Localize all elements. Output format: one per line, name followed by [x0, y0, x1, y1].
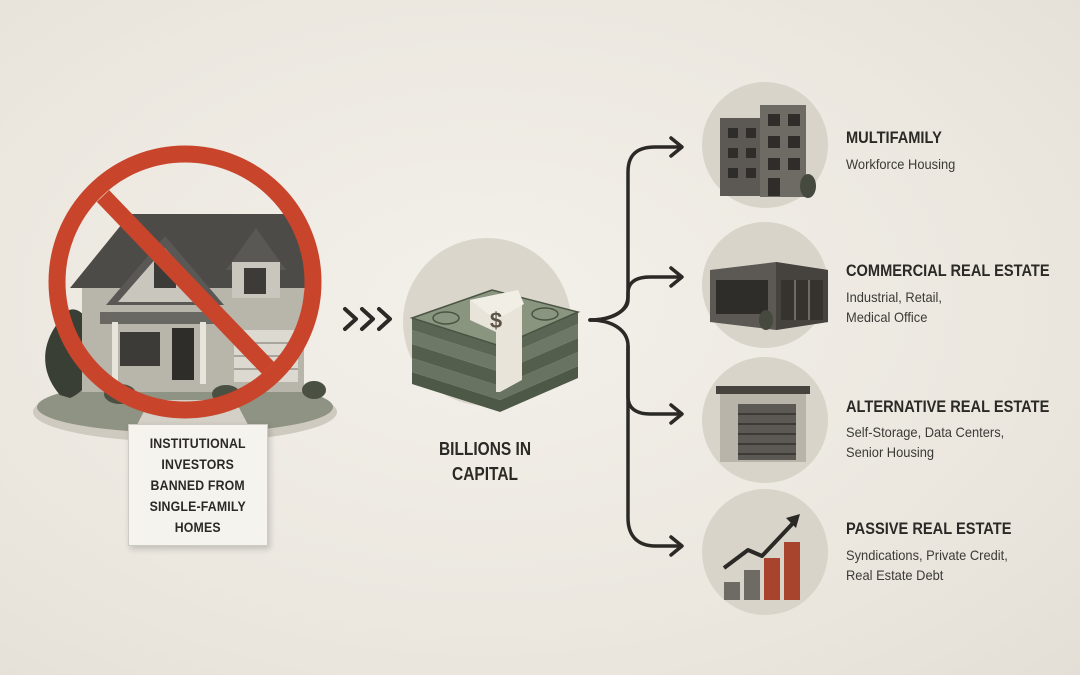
arrowhead-icon — [669, 266, 684, 288]
prohibition-icon — [48, 145, 322, 419]
storage-unit-icon — [716, 386, 810, 462]
growth-chart-icon — [722, 514, 800, 600]
ban-sign-text: INSTITUTIONAL INVESTORS BANNED FROM SING… — [149, 434, 247, 535]
arrowhead-icon — [669, 136, 684, 158]
storefront-icon — [710, 262, 828, 330]
alternative-description: Self-Storage, Data Centers, Senior Housi… — [846, 424, 1005, 460]
commercial-title: COMMERCIAL REAL ESTATE — [846, 261, 1050, 280]
multifamily-description: Workforce Housing — [846, 156, 956, 172]
chevron-right-icon — [377, 307, 392, 331]
arrowhead-icon — [669, 403, 684, 425]
multifamily-title: MULTIFAMILY — [846, 128, 942, 147]
alternative-title: ALTERNATIVE REAL ESTATE — [846, 397, 1050, 416]
chevron-right-icon — [343, 307, 358, 331]
commercial-description: Industrial, Retail, Medical Office — [846, 289, 942, 325]
capital-label: BILLIONS IN CAPITAL — [438, 439, 532, 484]
passive-title: PASSIVE REAL ESTATE — [846, 519, 1012, 538]
arrowhead-icon — [669, 535, 684, 557]
passive-description: Syndications, Private Credit, Real Estat… — [846, 547, 1008, 583]
arrow-commercial — [588, 275, 682, 322]
apartment-building-icon — [720, 105, 816, 198]
chevron-right-icon — [360, 307, 375, 331]
money-stack-icon — [409, 289, 581, 412]
ban-sign-card: INSTITUTIONAL INVESTORS BANNED FROM SING… — [128, 424, 268, 546]
dollar-sign: $ — [490, 308, 502, 333]
arrow-passive — [626, 344, 682, 548]
